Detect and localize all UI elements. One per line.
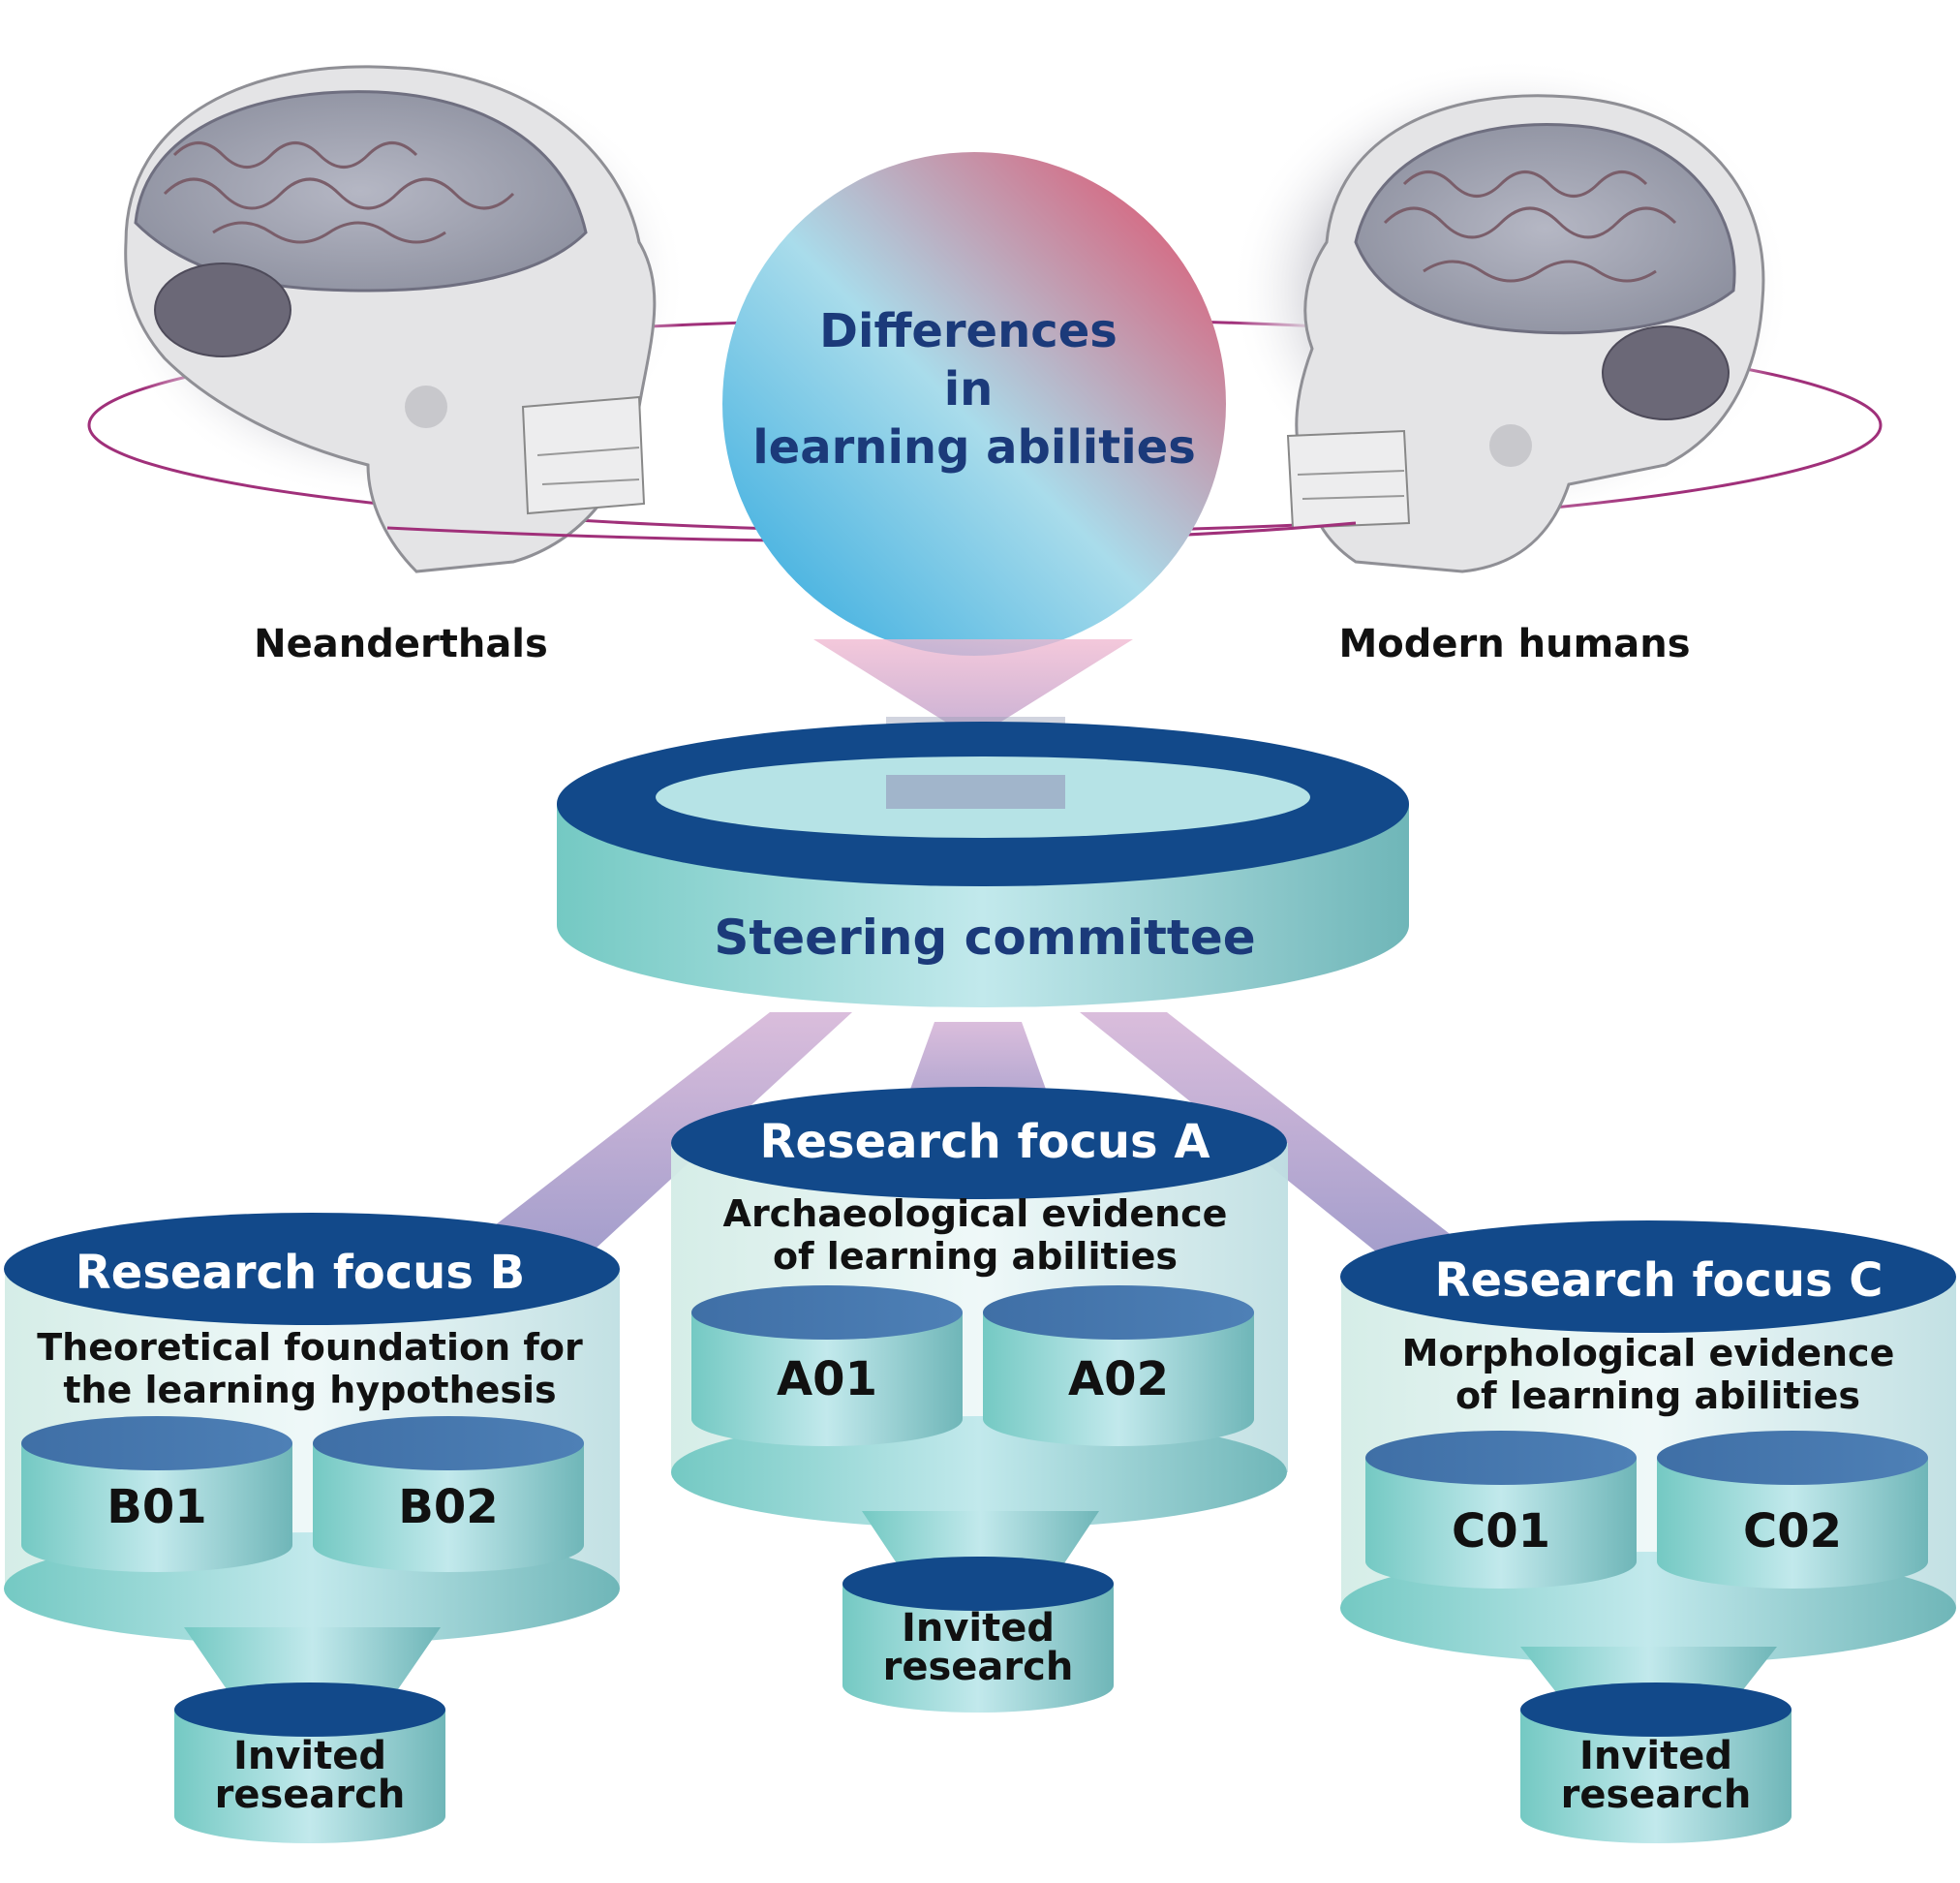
focus-a-desc-line-1: Archaeological evidence — [723, 1192, 1228, 1235]
project-c01: C01 — [1365, 1431, 1637, 1589]
project-b02: B02 — [313, 1416, 584, 1572]
focus-b-desc-line-2: the learning hypothesis — [63, 1369, 556, 1411]
invited-research-a: Invited research — [842, 1557, 1114, 1713]
invited-a-line-2: research — [883, 1645, 1074, 1689]
focus-a-header: Research focus A — [760, 1115, 1210, 1169]
project-a02-label: A02 — [1068, 1352, 1169, 1406]
center-title-line-3: learning abilities — [752, 420, 1196, 475]
invited-research-c: Invited research — [1520, 1682, 1792, 1843]
research-focus-b: Research focus B Theoretical foundation … — [4, 1213, 620, 1843]
focus-c-desc-line-1: Morphological evidence — [1402, 1332, 1895, 1374]
neanderthal-skull-icon — [107, 58, 688, 573]
connector-to-b — [426, 1012, 852, 1293]
project-a02: A02 — [983, 1285, 1254, 1446]
label-neanderthals: Neanderthals — [254, 622, 548, 666]
invited-c-line-1: Invited — [1579, 1734, 1732, 1778]
label-modern-humans: Modern humans — [1338, 622, 1690, 666]
project-b02-label: B02 — [398, 1480, 498, 1534]
center-title-line-1: Differences — [819, 304, 1118, 358]
focus-a-desc-line-2: of learning abilities — [773, 1235, 1178, 1278]
invited-b-line-2: research — [215, 1773, 406, 1817]
focus-c-header: Research focus C — [1434, 1253, 1883, 1308]
modern-human-skull-icon — [1230, 58, 1792, 573]
project-c01-label: C01 — [1452, 1504, 1550, 1559]
center-title-line-2: in — [944, 362, 994, 417]
focus-b-header: Research focus B — [76, 1246, 525, 1300]
steering-committee: Steering committee — [557, 722, 1409, 1007]
research-focus-c: Research focus C Morphological evidence … — [1340, 1220, 1956, 1843]
project-c02-label: C02 — [1743, 1504, 1842, 1559]
project-b01-label: B01 — [107, 1480, 206, 1534]
invited-b-line-1: Invited — [233, 1734, 386, 1778]
project-c02: C02 — [1657, 1431, 1928, 1589]
invited-c-line-2: research — [1561, 1773, 1752, 1817]
focus-b-desc-line-1: Theoretical foundation for — [37, 1326, 583, 1369]
focus-c-desc-line-2: of learning abilities — [1455, 1374, 1860, 1417]
invited-a-line-1: Invited — [902, 1606, 1055, 1651]
research-focus-a: Research focus A Archaeological evidence… — [671, 1087, 1288, 1713]
center-circle — [722, 152, 1226, 656]
project-b01: B01 — [21, 1416, 292, 1572]
connector-to-c — [1080, 1012, 1525, 1298]
project-a01-label: A01 — [777, 1352, 877, 1406]
project-a01: A01 — [691, 1285, 963, 1446]
steering-committee-label: Steering committee — [714, 910, 1255, 966]
invited-research-b: Invited research — [174, 1682, 445, 1843]
